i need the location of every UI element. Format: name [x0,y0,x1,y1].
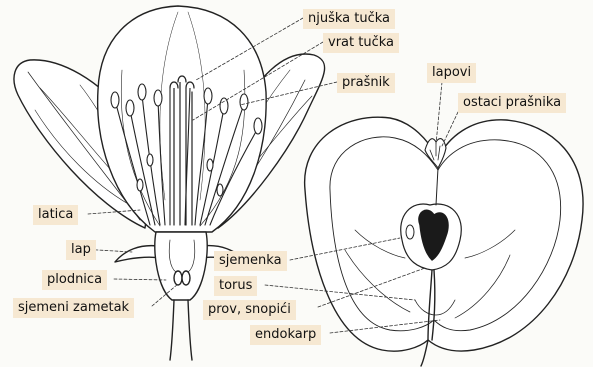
label-torus: torus [214,276,257,296]
label-seed: sjemenka [214,251,287,271]
label-ovule: sjemeni zametak [13,298,134,318]
label-stamen-remnants: ostaci prašnika [458,93,566,113]
label-stigma: njuška tučka [303,9,395,29]
label-endocarp: endokarp [250,325,321,345]
flower-stalk [170,300,192,360]
label-sepals: lapovi [427,63,476,83]
label-petal: latica [33,205,78,225]
flower-ovule-1 [174,271,182,285]
flower-ovary [155,232,207,300]
flower-ovule-2 [182,271,190,285]
label-stamen: prašnik [337,73,395,93]
flower-sepal-left [115,246,160,262]
label-vascular-bundles: prov, snopići [203,300,296,320]
label-sepal: lap [66,240,96,260]
label-ovary: plodnica [42,270,107,290]
label-style: vrat tučka [323,33,399,53]
